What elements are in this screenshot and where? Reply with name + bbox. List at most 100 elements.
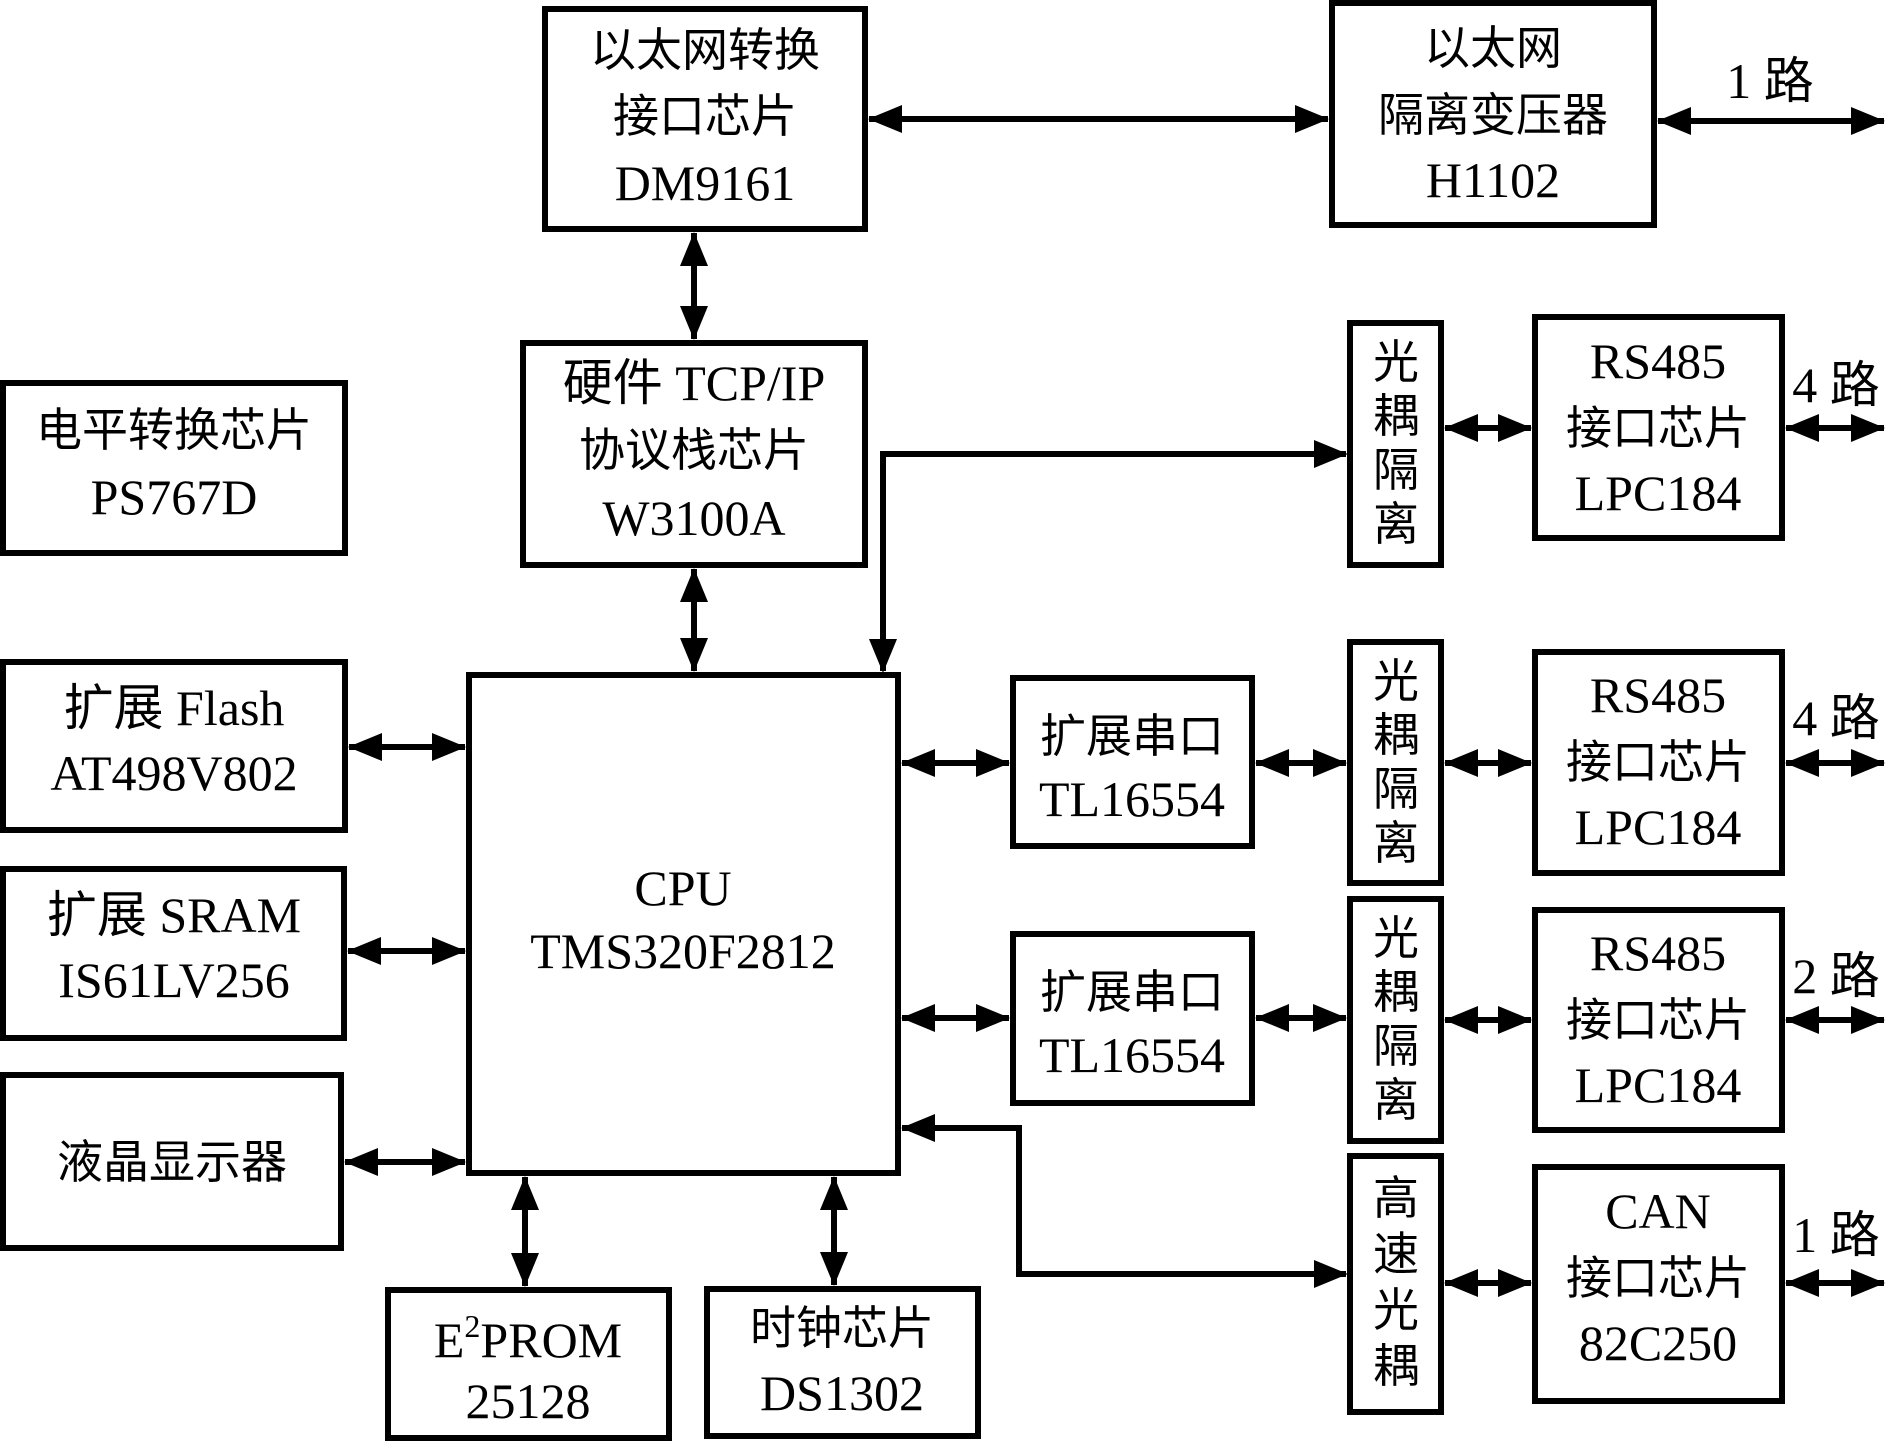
can-label: CAN	[1605, 1183, 1711, 1239]
rs485-3-block	[1532, 907, 1785, 1133]
uart1-part-number: TL16554	[1039, 771, 1225, 827]
opto2-char: 光	[1373, 654, 1419, 708]
cpu-opto4-arrowhead-right	[1314, 1260, 1348, 1288]
eth-channel-label: 1 路	[1726, 53, 1814, 109]
opto3-label: 光 耦 隔 离	[1373, 911, 1419, 1127]
sram-cpu-connector-arrowhead-right	[432, 937, 466, 965]
cpu-opto1-arrowhead-down	[869, 639, 897, 673]
can-part-number: 82C250	[1579, 1315, 1737, 1371]
tcpip-label-line1: 硬件 TCP/IP	[563, 355, 826, 411]
cpu-eeprom-connector-arrowhead-up	[511, 1176, 539, 1210]
opto2-char: 隔	[1373, 762, 1419, 816]
opto2-label: 光 耦 隔 离	[1373, 654, 1419, 870]
rs485-1-part-number: LPC184	[1575, 465, 1742, 521]
flash-label: 扩展 Flash	[64, 680, 285, 736]
eth-phy-label-line2: 接口芯片	[613, 89, 797, 143]
tcpip-label-line2: 协议栈芯片	[579, 423, 809, 477]
flash-cpu-connector-arrowhead-left	[348, 733, 382, 761]
opto1-char: 耦	[1373, 389, 1419, 443]
eth-transformer-part-number: H1102	[1426, 152, 1560, 208]
opto1-block	[1347, 320, 1444, 568]
opto4-char: 光	[1373, 1283, 1419, 1337]
eth-external-connector-arrowhead-right	[1851, 107, 1885, 135]
opto2-char: 离	[1373, 816, 1419, 870]
sram-cpu-connector-arrowhead-left	[347, 937, 381, 965]
rs485-3-label-line2: 接口芯片	[1566, 993, 1750, 1047]
uart2-opto3-connector-arrowhead-right	[1313, 1004, 1347, 1032]
opto4-can-connector-arrowhead-right	[1498, 1269, 1532, 1297]
opto1-char: 光	[1373, 335, 1419, 389]
tcpip-cpu-connector-arrowhead-up	[680, 568, 708, 602]
cpu-uart1-connector-arrowhead-right	[976, 749, 1010, 777]
uart2-part-number: TL16554	[1039, 1027, 1225, 1083]
rs485-3-part-number: LPC184	[1575, 1057, 1742, 1113]
opto3-rs485-3-connector-arrowhead-right	[1498, 1006, 1532, 1034]
opto1-char: 离	[1373, 497, 1419, 551]
sram-part-number: IS61LV256	[58, 952, 290, 1008]
cpu-clock-connector-arrowhead-down	[820, 1252, 848, 1286]
tcpip-cpu-connector-arrowhead-down	[680, 638, 708, 672]
rs485-2-external-connector-arrowhead-right	[1851, 749, 1885, 777]
opto3-rs485-3-connector-arrowhead-left	[1444, 1006, 1478, 1034]
rs485-2-label-line2: 接口芯片	[1566, 735, 1750, 789]
opto2-rs485-2-connector-arrowhead-right	[1498, 749, 1532, 777]
eth-transformer-label-line1: 以太网	[1424, 21, 1562, 75]
cpu-opto1-arrowhead-right	[1314, 440, 1348, 468]
rs485-1-external-connector-arrowhead-right	[1851, 414, 1885, 442]
opto2-rs485-2-connector-arrowhead-left	[1444, 749, 1478, 777]
opto4-block	[1347, 1153, 1444, 1415]
opto3-char: 耦	[1373, 965, 1419, 1019]
phy-transformer-connector-arrowhead-right	[1295, 105, 1329, 133]
cpu-opto1-connector-line	[880, 451, 1346, 671]
opto2-block	[1347, 639, 1444, 886]
phy-tcpip-connector-arrowhead-up	[680, 232, 708, 266]
eth-transformer-label-line2: 隔离变压器	[1378, 88, 1608, 142]
rs485-2-block	[1532, 649, 1785, 876]
flash-block	[0, 659, 348, 833]
eeprom-label-superscript: 2	[464, 1308, 480, 1344]
cpu-block	[466, 672, 901, 1176]
opto4-char: 耦	[1373, 1339, 1419, 1393]
uart2-block	[1010, 931, 1255, 1106]
flash-cpu-connector-arrowhead-right	[432, 733, 466, 761]
rs485-3-external-connector-arrowhead-left	[1785, 1006, 1819, 1034]
eth-phy-part-number: DM9161	[615, 155, 796, 211]
rs485-1-label-line2: 接口芯片	[1566, 401, 1750, 455]
opto3-char: 光	[1373, 911, 1419, 965]
can-external-connector-arrowhead-right	[1851, 1269, 1885, 1297]
cpu-clock-connector-arrowhead-up	[820, 1176, 848, 1210]
can-label-line2: 接口芯片	[1566, 1251, 1750, 1305]
opto3-block	[1347, 896, 1444, 1144]
opto1-char: 隔	[1373, 443, 1419, 497]
opto4-can-connector-arrowhead-left	[1444, 1269, 1478, 1297]
rs485-1-channel-label: 4 路	[1792, 357, 1880, 413]
eeprom-block	[385, 1287, 672, 1441]
cpu-opto4-arrowhead-left	[901, 1114, 935, 1142]
sram-block	[0, 866, 347, 1041]
cpu-uart1-connector-arrowhead-left	[901, 749, 935, 777]
opto4-char: 速	[1373, 1227, 1419, 1281]
clock-label: 时钟芯片	[750, 1301, 934, 1355]
cpu-uart2-connector-arrowhead-left	[901, 1004, 935, 1032]
uart1-opto2-connector-arrowhead-right	[1313, 749, 1347, 777]
uart1-block	[1010, 675, 1255, 849]
cpu-eeprom-connector-arrowhead-down	[511, 1253, 539, 1287]
phy-transformer-connector-arrowhead-left	[868, 105, 902, 133]
cpu-label: CPU	[634, 860, 731, 916]
uart2-opto3-connector-arrowhead-left	[1255, 1004, 1289, 1032]
rs485-3-external-connector-arrowhead-right	[1851, 1006, 1885, 1034]
eeprom-label-base: E	[434, 1312, 465, 1368]
opto1-rs485-1-connector-arrowhead-right	[1498, 414, 1532, 442]
clock-part-number: DS1302	[760, 1365, 924, 1421]
eth-external-connector-arrowhead-left	[1657, 107, 1691, 135]
lcd-block	[0, 1072, 344, 1251]
cpu-opto4-connector-line	[902, 1125, 1346, 1277]
uart1-opto2-connector-arrowhead-left	[1255, 749, 1289, 777]
cpu-part-number: TMS320F2812	[530, 923, 836, 979]
opto1-rs485-1-connector-arrowhead-left	[1444, 414, 1478, 442]
rs485-2-channel-label: 4 路	[1792, 690, 1880, 746]
rs485-1-label: RS485	[1590, 333, 1726, 389]
uart2-label: 扩展串口	[1040, 965, 1224, 1019]
opto3-char: 离	[1373, 1073, 1419, 1127]
